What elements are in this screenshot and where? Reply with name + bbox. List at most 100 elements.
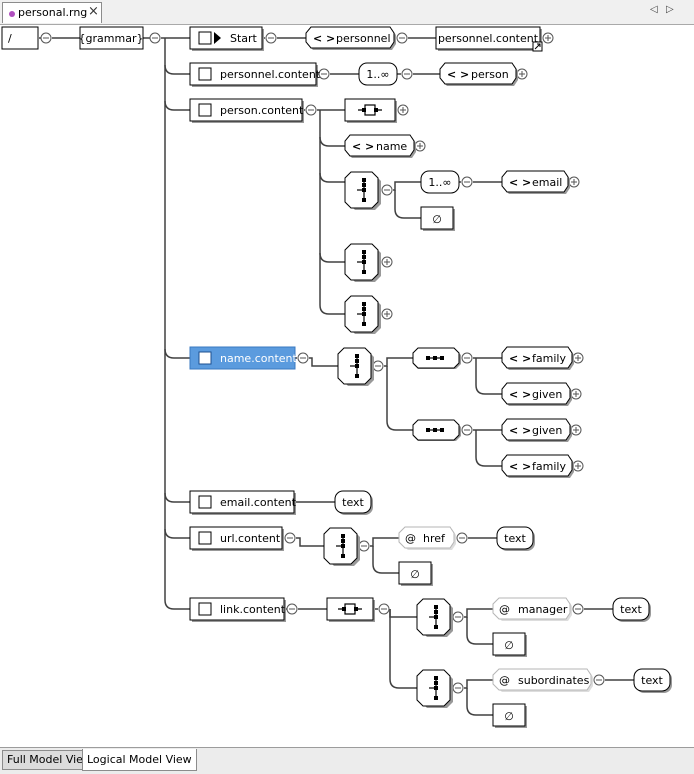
svg-text:name: name: [376, 140, 407, 153]
svg-text:person.content: person.content: [220, 104, 304, 117]
svg-text:@: @: [405, 532, 416, 545]
define-person-content[interactable]: person.content: [189, 98, 304, 123]
svg-text:subordinates: subordinates: [518, 674, 590, 687]
svg-text:∅: ∅: [504, 710, 514, 723]
editor-tab-title: personal.rng: [18, 6, 88, 19]
file-type-icon: [9, 11, 15, 17]
define-icon: [198, 31, 212, 45]
element-family-2[interactable]: < > family: [501, 454, 574, 478]
define-personnel-content[interactable]: personnel.content: [189, 62, 321, 87]
view-tab-bar: Full Model View Logical Model View: [0, 747, 694, 774]
define-name-content[interactable]: name.content: [189, 346, 297, 370]
sequence-2[interactable]: [412, 419, 461, 441]
svg-text:< >: < >: [313, 32, 335, 45]
tab-full-model-view[interactable]: Full Model View: [2, 750, 97, 770]
define-email-content[interactable]: email.content: [189, 490, 297, 515]
define-url-content[interactable]: url.content: [189, 526, 284, 551]
one-or-more-1[interactable]: 1..∞: [358, 62, 398, 86]
svg-text:personnel.content: personnel.content: [220, 68, 321, 81]
svg-text:personnel: personnel: [336, 32, 391, 45]
element-given-2[interactable]: < > given: [501, 418, 572, 442]
empty-4[interactable]: ∅: [492, 703, 527, 728]
element-family-1[interactable]: < > family: [501, 346, 574, 370]
svg-text:1..∞: 1..∞: [428, 176, 451, 189]
choice-5[interactable]: [323, 527, 360, 566]
svg-text:family: family: [532, 460, 566, 473]
start-node[interactable]: Start: [189, 26, 264, 51]
interleave-1[interactable]: [344, 98, 397, 123]
choice-1[interactable]: [344, 171, 381, 210]
empty-2[interactable]: ∅: [398, 561, 433, 586]
text-3[interactable]: text: [612, 597, 651, 622]
grammar-node[interactable]: {grammar}: [79, 26, 144, 50]
svg-text:Start: Start: [230, 32, 258, 45]
svg-text:< >: < >: [509, 388, 531, 401]
svg-text:email: email: [532, 176, 562, 189]
svg-text:href: href: [423, 532, 446, 545]
define-icon: [198, 67, 212, 81]
define-icon: [198, 351, 212, 365]
svg-text:< >: < >: [509, 424, 531, 437]
svg-text:< >: < >: [509, 176, 531, 189]
interleave-2[interactable]: [326, 597, 375, 622]
attribute-href[interactable]: @ href: [398, 526, 456, 550]
svg-text:personnel.content: personnel.content: [438, 32, 539, 45]
attribute-manager[interactable]: @ manager: [492, 597, 572, 621]
scroll-right-icon[interactable]: ▷: [666, 4, 674, 15]
svg-text:< >: < >: [509, 352, 531, 365]
svg-text:/: /: [8, 32, 12, 45]
svg-text:given: given: [532, 388, 562, 401]
element-person[interactable]: < > person: [439, 62, 518, 86]
svg-text:link.content: link.content: [220, 603, 286, 616]
svg-text:email.content: email.content: [220, 496, 297, 509]
choice-3[interactable]: [344, 295, 381, 334]
svg-text:family: family: [532, 352, 566, 365]
start-arrow-icon: [214, 32, 221, 44]
element-personnel[interactable]: < > personnel: [305, 26, 396, 50]
scroll-left-icon[interactable]: ◁: [650, 4, 658, 15]
svg-text:∅: ∅: [504, 639, 514, 652]
svg-text:@: @: [499, 603, 510, 616]
define-icon: [198, 495, 212, 509]
connector-lines: [39, 37, 634, 716]
editor-tab-personal-rng[interactable]: personal.rng ×: [2, 2, 102, 23]
attribute-subordinates[interactable]: @ subordinates: [492, 668, 593, 692]
root-node[interactable]: /: [1, 26, 39, 50]
svg-text:text: text: [641, 674, 663, 687]
svg-text:∅: ∅: [410, 568, 420, 581]
close-icon[interactable]: ×: [88, 4, 99, 19]
define-icon: [198, 103, 212, 117]
one-or-more-2[interactable]: 1..∞: [420, 170, 460, 194]
svg-text:text: text: [342, 496, 364, 509]
define-link-content[interactable]: link.content: [189, 597, 286, 622]
text-2[interactable]: text: [496, 526, 535, 551]
text-4[interactable]: text: [633, 668, 672, 693]
svg-text:url.content: url.content: [220, 532, 281, 545]
svg-text:< >: < >: [447, 68, 469, 81]
element-given-1[interactable]: < > given: [501, 382, 572, 406]
svg-text:text: text: [620, 603, 642, 616]
sequence-1[interactable]: [412, 347, 461, 369]
empty-1[interactable]: ∅: [420, 206, 455, 231]
editor-tab-bar: personal.rng × ◁ ▷: [0, 0, 694, 25]
empty-3[interactable]: ∅: [492, 632, 527, 657]
svg-text:given: given: [532, 424, 562, 437]
svg-text:∅: ∅: [432, 213, 442, 226]
svg-text:1..∞: 1..∞: [366, 68, 389, 81]
svg-text:< >: < >: [509, 460, 531, 473]
choice-6[interactable]: [416, 598, 453, 637]
svg-text:@: @: [499, 674, 510, 687]
diagram-canvas: / {grammar} Start < > personnel personne…: [0, 25, 694, 747]
element-name[interactable]: < > name: [344, 134, 416, 158]
collapse-toggles[interactable]: [40, 32, 605, 694]
define-icon: [198, 602, 212, 616]
text-1[interactable]: text: [334, 490, 373, 515]
svg-text:name.content: name.content: [220, 352, 297, 365]
ref-personnel-content[interactable]: personnel.content: [435, 26, 543, 52]
choice-2[interactable]: [344, 243, 381, 282]
choice-4[interactable]: [337, 347, 374, 386]
tab-logical-model-view[interactable]: Logical Model View: [82, 749, 197, 771]
element-email[interactable]: < > email: [501, 170, 570, 194]
choice-7[interactable]: [416, 669, 453, 708]
svg-text:person: person: [471, 68, 509, 81]
